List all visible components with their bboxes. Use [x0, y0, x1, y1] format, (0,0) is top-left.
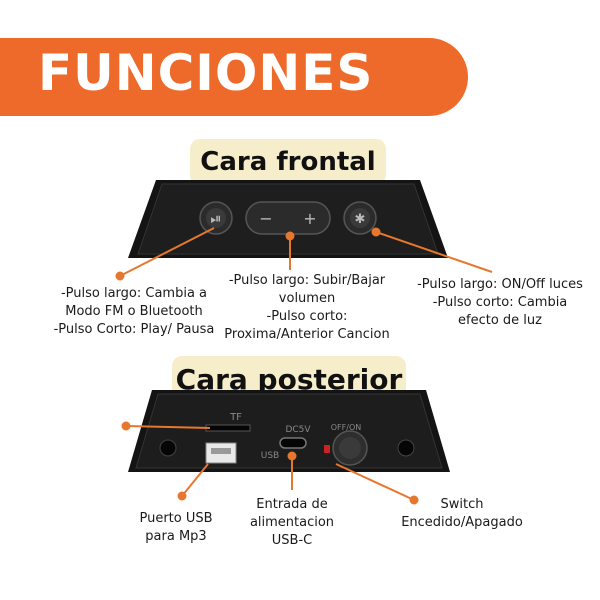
- usb-c-port: [279, 437, 307, 449]
- svg-text:✱: ✱: [355, 212, 366, 227]
- svg-text:⏯: ⏯: [210, 211, 221, 227]
- dc5v-marking: DC5V: [285, 425, 311, 435]
- tf-slot: [205, 424, 251, 432]
- lights-description: -Pulso largo: ON/Off luces -Pulso corto:…: [417, 277, 583, 328]
- play-pause-button: ⏯: [199, 201, 233, 235]
- mode-button-description: -Pulso largo: Cambia a Modo FM o Bluetoo…: [53, 286, 215, 337]
- light-button: ✱: [343, 201, 377, 235]
- right-screw-hole: [397, 439, 415, 457]
- usb-marking: USB: [261, 451, 279, 461]
- minus-marking: −: [259, 209, 272, 228]
- power-input-description: Entrada de alimentacion USB-C: [249, 497, 335, 548]
- volume-description: -Pulso largo: Subir/Bajar volumen -Pulso…: [224, 273, 390, 342]
- page-title: FUNCIONES: [38, 44, 374, 102]
- plus-marking: +: [303, 209, 316, 228]
- switch-description: Switch Encedido/Apagado: [401, 497, 523, 530]
- front-section-title: Cara frontal: [190, 139, 386, 185]
- title-banner: FUNCIONES: [0, 38, 468, 116]
- usb-port-description: Puerto USB para Mp3: [139, 511, 213, 544]
- volume-rocker: − +: [245, 201, 331, 235]
- onoff-marking: OFF/ON: [331, 423, 361, 432]
- left-screw-hole: [159, 439, 177, 457]
- switch-indicator: [324, 445, 330, 453]
- back-panel-image: TF USB DC5V OFF/ON: [128, 390, 450, 472]
- front-panel-image: ⏯ − + ✱: [128, 180, 448, 258]
- tf-marking: TF: [229, 412, 242, 423]
